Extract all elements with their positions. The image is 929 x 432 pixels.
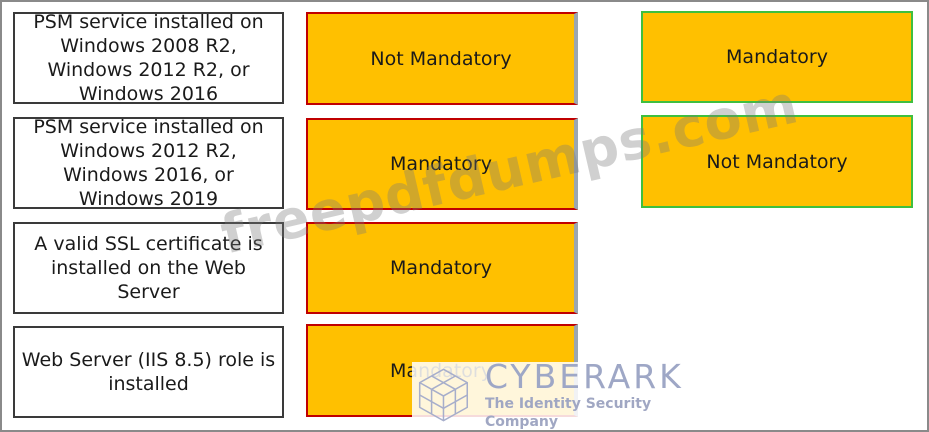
slot-label: Mandatory — [390, 257, 492, 279]
requirement-text: Web Server (IIS 8.5) role is installed — [21, 349, 276, 395]
requirement-text: A valid SSL certificate is installed on … — [34, 233, 263, 303]
logo-tagline: The Identity Security Company — [484, 396, 652, 430]
requirement-box-2: PSM service installed on Windows 2012 R2… — [13, 116, 284, 210]
cube-logo-icon — [418, 368, 469, 422]
option-label: Not Mandatory — [706, 150, 848, 173]
option-label: Mandatory — [726, 46, 828, 68]
slot-label: Not Mandatory — [370, 47, 512, 70]
requirement-text: PSM service installed on Windows 2012 R2… — [33, 116, 264, 210]
logo-name: CYBERARK — [484, 357, 684, 396]
option-mandatory[interactable]: Mandatory — [641, 11, 913, 103]
answer-slot-2[interactable]: Mandatory — [306, 118, 578, 210]
option-not-mandatory[interactable]: Not Mandatory — [641, 115, 913, 208]
cyberark-logo: CYBERARK The Identity Security Company — [412, 357, 717, 430]
slot-label: Mandatory — [390, 153, 492, 175]
answer-slot-1[interactable]: Not Mandatory — [306, 12, 578, 105]
requirement-box-1: PSM service installed on Windows 2008 R2… — [13, 11, 284, 105]
requirement-box-3: A valid SSL certificate is installed on … — [13, 222, 284, 314]
requirement-box-4: Web Server (IIS 8.5) role is installed — [13, 326, 284, 418]
requirement-text: PSM service installed on Windows 2008 R2… — [33, 11, 264, 105]
answer-slot-3[interactable]: Mandatory — [306, 222, 578, 314]
